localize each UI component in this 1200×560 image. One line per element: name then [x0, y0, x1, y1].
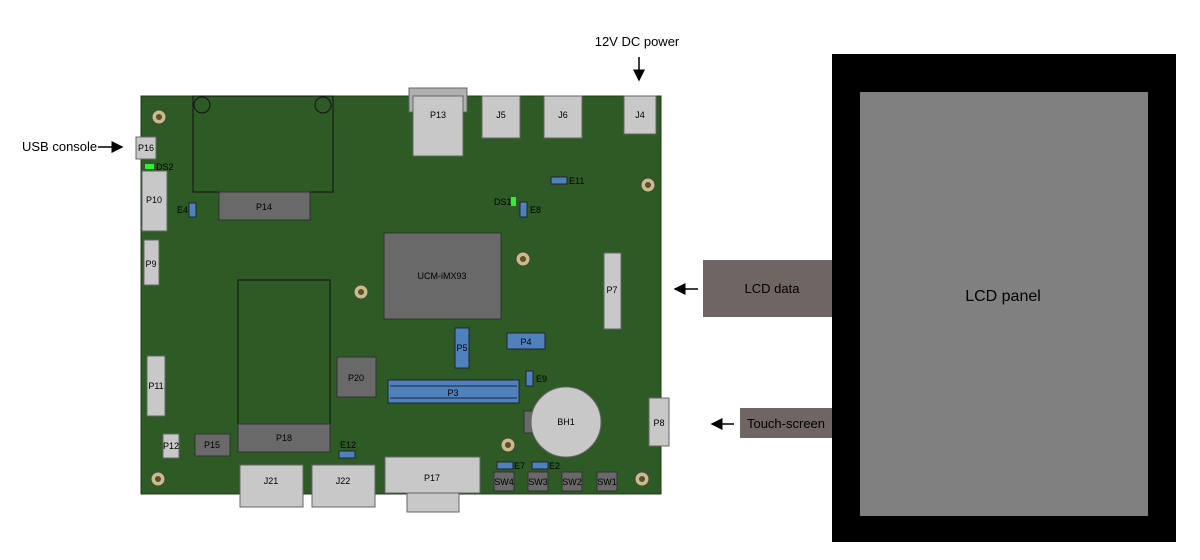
led-ds2 [145, 164, 154, 169]
jumper-e12 [338, 450, 356, 459]
connector-j4 [623, 95, 657, 135]
label-p12: P12 [163, 441, 179, 451]
label-p15: P15 [204, 440, 220, 450]
label-ds1: DS1 [494, 197, 512, 207]
connector-p16 [135, 136, 157, 160]
label-soc: UCM-iMX93 [417, 271, 466, 281]
connector-p18 [237, 423, 331, 453]
label-p14: P14 [256, 202, 272, 212]
label-e12: E12 [340, 440, 356, 450]
connector-p7 [603, 252, 622, 330]
label-j6: J6 [558, 110, 568, 120]
label-p11: P11 [148, 381, 163, 391]
connector-p5 [454, 327, 470, 369]
label-j5: J5 [496, 110, 506, 120]
lcd-panel-screen [860, 92, 1148, 516]
connector-j5 [481, 95, 521, 139]
power-label: 12V DC power [595, 34, 680, 49]
label-e9: E9 [536, 374, 547, 384]
label-sw3: SW3 [528, 477, 548, 487]
lcd-data-cable [703, 260, 833, 317]
jumper-e9 [525, 370, 534, 387]
label-p10: P10 [146, 195, 162, 205]
jumper-e11 [550, 176, 568, 185]
connector-p12 [162, 433, 180, 459]
connector-p13 [412, 95, 464, 157]
jumper-e2 [531, 461, 549, 470]
led-ds1 [511, 197, 516, 206]
label-p4: P4 [520, 337, 531, 347]
lcd-data-label: LCD data [745, 281, 801, 296]
jumper-e8 [519, 201, 528, 218]
mount-holes [150, 109, 656, 487]
label-ds2: DS2 [156, 162, 174, 172]
label-bh1: BH1 [557, 417, 575, 427]
switch-sw2 [561, 471, 583, 492]
label-j21: J21 [264, 476, 279, 486]
switch-sw3 [527, 471, 549, 492]
soc-ucm-imx93 [383, 232, 502, 320]
connector-p9 [143, 239, 160, 286]
label-p5: P5 [456, 343, 467, 353]
label-e7: E7 [514, 461, 525, 471]
label-j4: J4 [635, 110, 645, 120]
label-p7: P7 [606, 285, 617, 295]
connector-p8 [648, 397, 670, 447]
connector-p10 [141, 170, 168, 232]
lcd-panel-label: LCD panel [965, 288, 1041, 305]
switch-sw4 [493, 471, 515, 492]
touch-screen-cable [740, 408, 833, 438]
connector-p4 [506, 332, 546, 350]
connector-p14 [218, 191, 311, 221]
label-j22: J22 [336, 476, 351, 486]
label-sw2: SW2 [562, 477, 582, 487]
connector-p11 [146, 355, 166, 417]
jumper-e7 [496, 461, 514, 470]
jumper-e4 [188, 202, 197, 218]
battery-holder-bh1 [530, 386, 602, 458]
label-p9: P9 [145, 259, 156, 269]
label-e8: E8 [530, 205, 541, 215]
connector-j6 [543, 95, 583, 139]
connector-p15 [194, 433, 231, 457]
label-e4: E4 [177, 205, 188, 215]
label-p20: P20 [348, 373, 364, 383]
label-sw4: SW4 [494, 477, 514, 487]
connector-p20 [336, 356, 377, 398]
label-p8: P8 [653, 418, 664, 428]
label-e11: E11 [569, 176, 584, 186]
connector-j21 [239, 464, 304, 508]
label-p16: P16 [138, 143, 154, 153]
label-p18: P18 [276, 433, 292, 443]
label-e2: E2 [549, 461, 560, 471]
label-p17: P17 [424, 473, 440, 483]
label-sw1: SW1 [597, 477, 617, 487]
switch-sw1 [596, 471, 618, 492]
connector-j22 [311, 464, 376, 508]
label-p13: P13 [430, 110, 446, 120]
connector-p17 [384, 456, 481, 494]
usb-label: USB console [22, 139, 97, 154]
label-p3: P3 [447, 388, 458, 398]
touch-screen-label: Touch-screen [747, 416, 825, 431]
